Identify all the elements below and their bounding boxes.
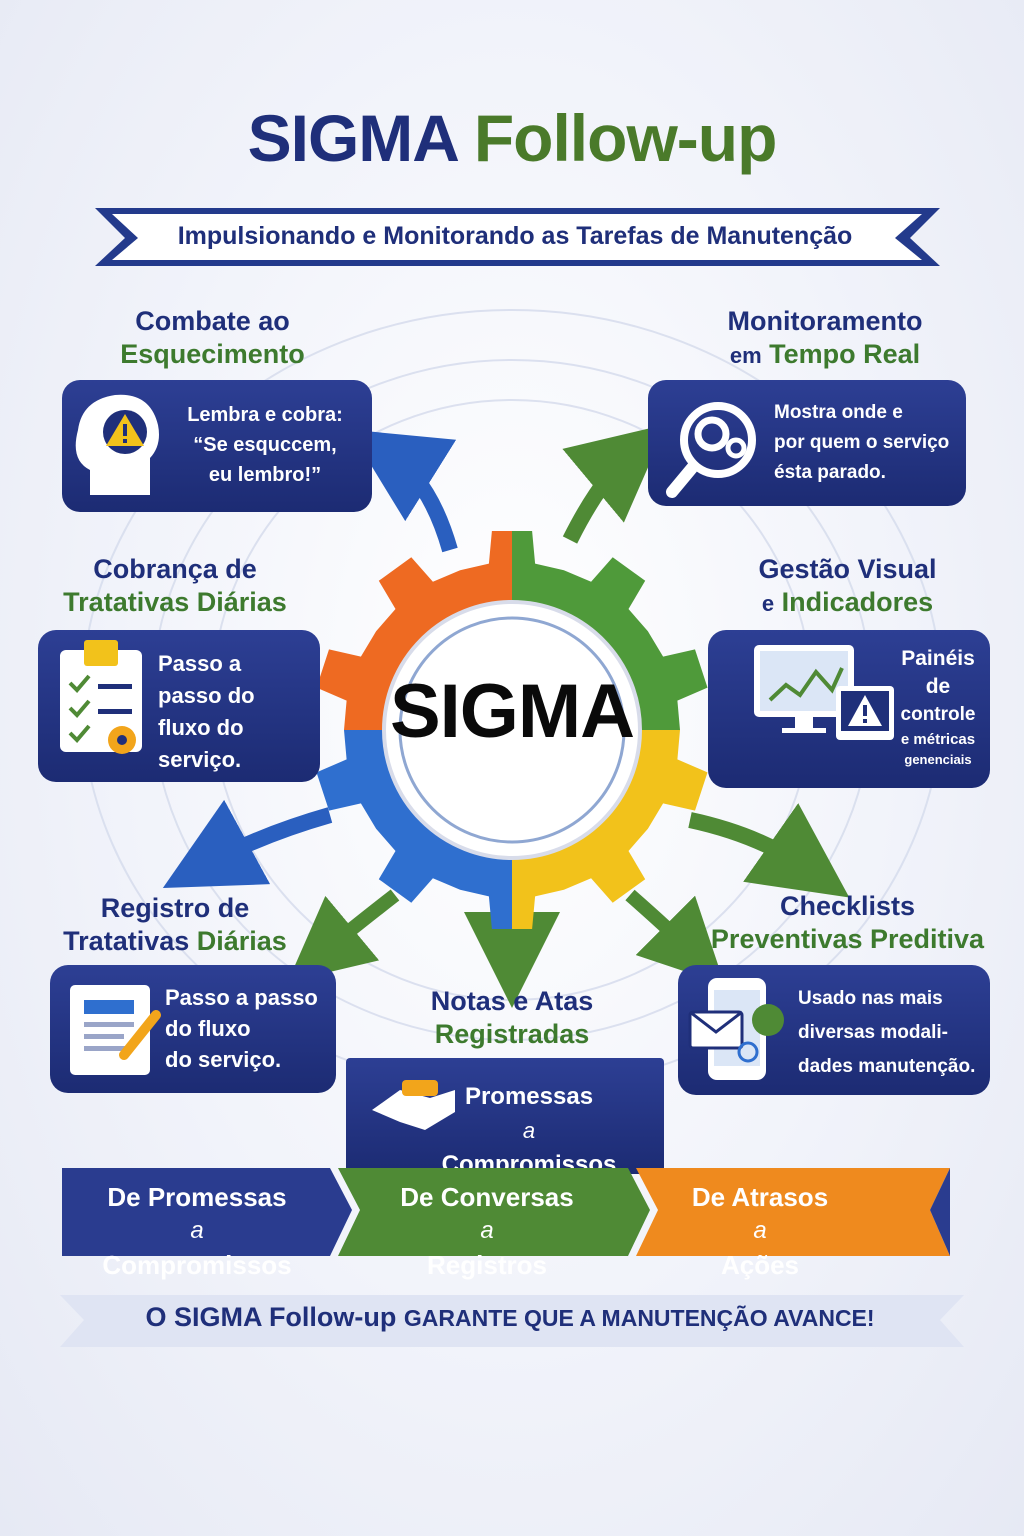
card-checklists-text: Usado nas mais diversas modali- dades ma…: [798, 988, 976, 1077]
footer-slogan: O SIGMA Follow-up GARANTE QUE A MANUTENÇ…: [145, 1302, 875, 1332]
card-combate-text: Lembra e cobra: “Se esquccem, eu lembro!…: [187, 404, 343, 486]
heading-cobranca: Cobrança de Tratativas Diárias: [63, 554, 287, 617]
card-gestao-text: Painéis de controle e métricas genenciai…: [900, 647, 976, 767]
heading-registro: Registro de Tratativas Diárias: [63, 893, 287, 956]
phone-mail-icon: [688, 978, 784, 1080]
heading-checklists: Checklists Preventivas Preditiva: [710, 891, 985, 954]
card-monitoramento-text: Mostra onde e por quem o serviço ésta pa…: [774, 402, 950, 483]
banner-segment-conversas: [338, 1168, 650, 1256]
subtitle-ribbon: [95, 208, 940, 266]
banner-text-atrasos: De Atrasos a Ações: [691, 1182, 829, 1280]
banner-segment-atrasos: [636, 1168, 950, 1256]
heading-gestao: Gestão Visual e Indicadores: [758, 554, 937, 617]
transformation-banner: [62, 1168, 950, 1256]
footer-ribbon: [60, 1295, 964, 1347]
sigma-center-label: SIGMA: [389, 669, 635, 754]
heading-monitoramento: Monitoramento em Tempo Real: [727, 306, 923, 369]
arrow-gestao-checklists: [688, 803, 850, 898]
document-pen-icon: [70, 985, 161, 1075]
head-warning-icon: [75, 394, 159, 495]
magnifier-gear-icon: [666, 402, 756, 498]
banner-text-conversas: De Conversas a Registros: [400, 1182, 574, 1280]
heading-combate: Combate ao Esquecimento: [120, 306, 305, 369]
arrow-combate: [349, 429, 458, 553]
card-registro-text: Passo a passo do fluxo do serviço.: [165, 985, 318, 1072]
banner-text-promessas: De Promessas a Compromissos: [102, 1182, 292, 1280]
handshake-icon: [372, 1080, 455, 1130]
sigma-gear: [316, 531, 708, 929]
banner-segment-promessas: [62, 1168, 352, 1256]
monitor-warning-icon: [754, 645, 894, 740]
checklist-gear-icon: [60, 640, 142, 754]
arrow-registro: [162, 799, 333, 888]
heading-notas: Notas e Atas Registradas: [430, 986, 594, 1049]
page-title: SIGMA Follow-up: [247, 101, 778, 175]
subtitle-text: Impulsionando e Monitorando as Tarefas d…: [177, 222, 853, 250]
arrow-registro-low: [287, 889, 400, 982]
arrow-monitoramento: [562, 424, 667, 544]
arrow-checklists: [625, 889, 725, 985]
card-cobranca-text: Passo a passo do fluxo do serviço.: [158, 651, 255, 772]
